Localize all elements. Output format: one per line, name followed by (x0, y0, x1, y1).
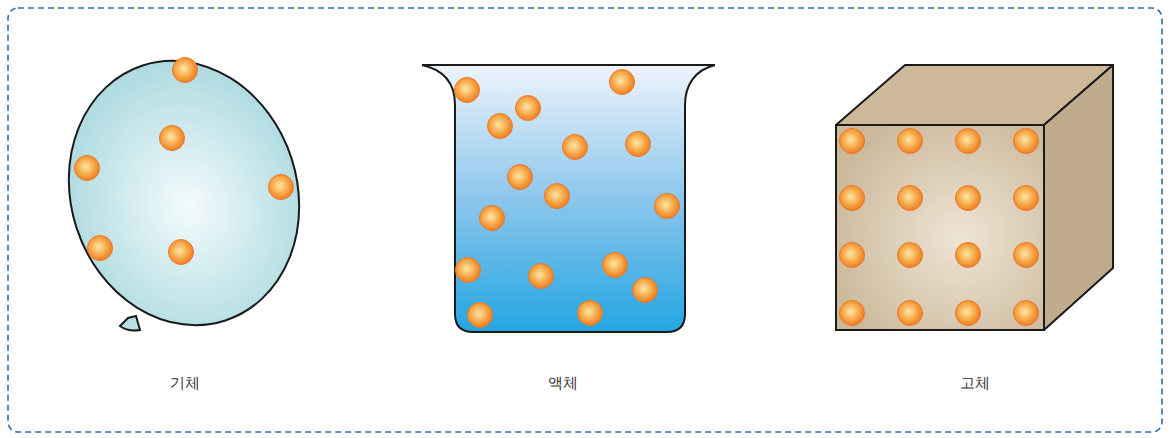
particle (633, 278, 658, 303)
particle (1014, 129, 1039, 154)
particle (840, 129, 865, 154)
particle (563, 135, 588, 160)
particle (173, 58, 198, 83)
particle (898, 301, 923, 326)
balloon (35, 31, 333, 356)
particle (75, 156, 100, 181)
particle (898, 186, 923, 211)
particle (655, 194, 680, 219)
cube-side (1044, 65, 1113, 330)
particle (1014, 243, 1039, 268)
particle (956, 186, 981, 211)
particle (455, 78, 480, 103)
state-label: 기체 (170, 374, 200, 392)
particle (610, 70, 635, 95)
state-label: 고체 (960, 374, 990, 392)
particle (1014, 301, 1039, 326)
particle (603, 253, 628, 278)
particle (160, 126, 185, 151)
balloon-knot (120, 316, 140, 331)
particle (956, 243, 981, 268)
particles (75, 58, 1039, 328)
particle (456, 258, 481, 283)
particle (840, 186, 865, 211)
dashed-frame (8, 8, 1162, 432)
particle (840, 243, 865, 268)
particle (529, 264, 554, 289)
particle (578, 301, 603, 326)
particle (508, 165, 533, 190)
particle (488, 114, 513, 139)
particle (956, 301, 981, 326)
particle (516, 96, 541, 121)
particle (956, 129, 981, 154)
cube-front (836, 125, 1044, 330)
particle (269, 175, 294, 200)
particle (545, 184, 570, 209)
particle (898, 243, 923, 268)
beaker-water (422, 65, 715, 332)
beaker-rim (422, 64, 715, 66)
state-label: 액체 (548, 374, 578, 392)
particle (468, 303, 493, 328)
particle (88, 236, 113, 261)
particle (840, 301, 865, 326)
particle (626, 132, 651, 157)
beaker-outline (422, 65, 715, 332)
particle (480, 206, 505, 231)
particle (1014, 186, 1039, 211)
balloon-body (35, 31, 333, 356)
particle (898, 129, 923, 154)
particle (169, 240, 194, 265)
